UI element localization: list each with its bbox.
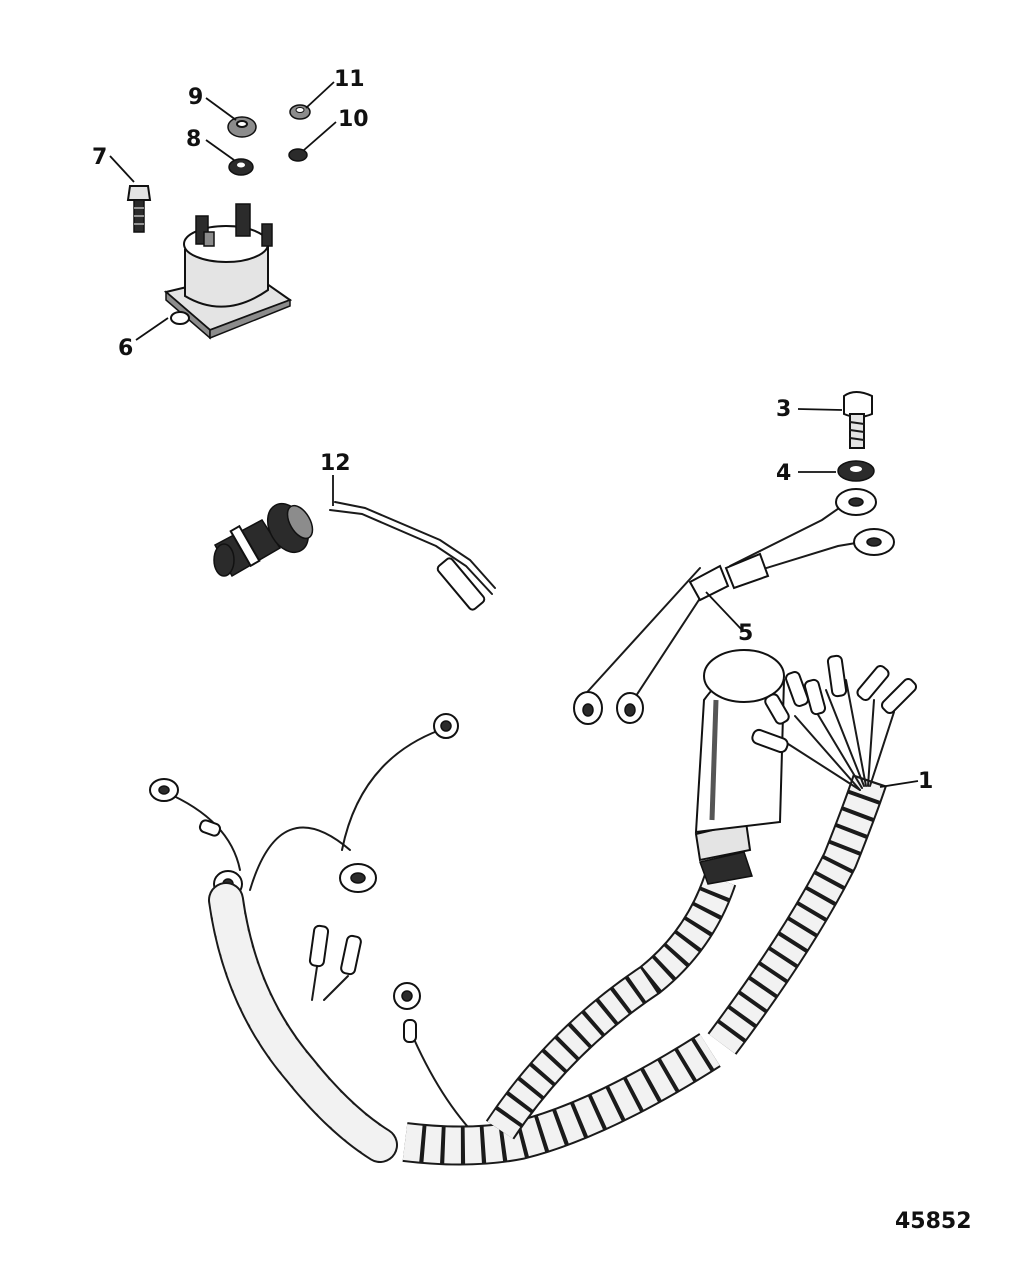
callout-1: 1 (918, 769, 933, 794)
part-7-bolt (126, 185, 152, 233)
callout-9: 9 (188, 85, 203, 110)
part-9-hex-nut (227, 116, 257, 138)
part-4-washer (837, 460, 875, 482)
part-8-washer (228, 158, 254, 176)
part-1-harness (149, 649, 918, 1166)
callout-3: 3 (776, 397, 791, 422)
part-11-nut (289, 104, 311, 120)
callout-8: 8 (186, 127, 201, 152)
callout-7: 7 (92, 145, 107, 170)
part-3-bolt (843, 391, 873, 449)
leader-lines (109, 81, 919, 788)
figure-number: 45852 (895, 1209, 972, 1234)
part-5-cable (573, 488, 895, 725)
part-12-connector (213, 501, 496, 611)
part-6-solenoid (163, 203, 293, 340)
callout-5: 5 (738, 621, 753, 646)
callout-6: 6 (118, 336, 133, 361)
callout-4: 4 (776, 461, 791, 486)
callout-12: 12 (320, 451, 351, 476)
callout-10: 10 (338, 107, 369, 132)
part-10-washer (288, 148, 308, 162)
callout-11: 11 (334, 67, 365, 92)
